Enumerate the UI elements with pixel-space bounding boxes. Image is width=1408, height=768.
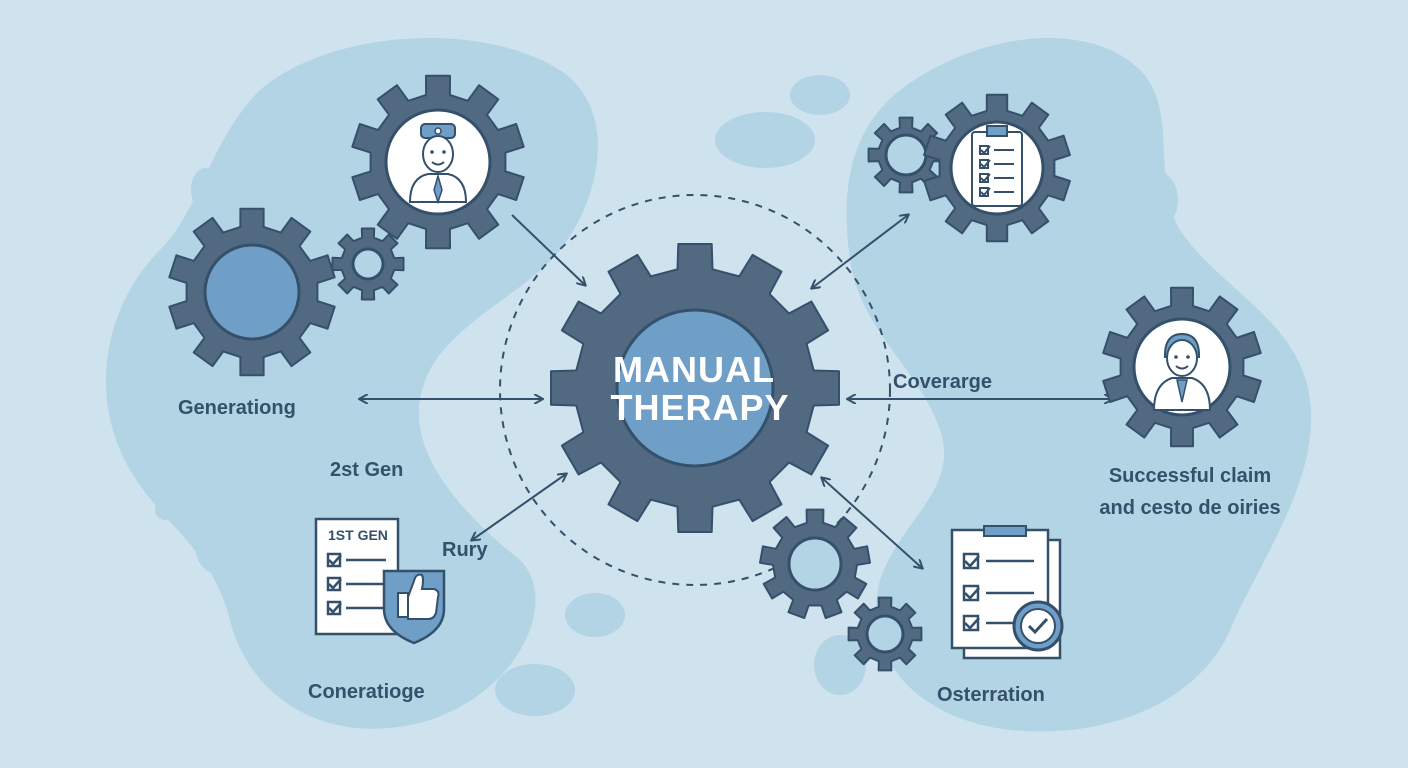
dashed-orbit (499, 194, 891, 586)
center-title-line2: THERAPY (610, 387, 790, 428)
blob-dot-9 (565, 593, 625, 637)
clipboard-checklist-icon (971, 125, 1023, 207)
blob-dot-7 (155, 500, 175, 520)
blob-dot-2 (790, 75, 850, 115)
label-right-side-line2: and cesto de oiries (1099, 497, 1281, 519)
arrow-doctor-to-center (511, 214, 585, 285)
lower-mid-gear (759, 508, 871, 619)
lower-mid-small-gear-hub (865, 614, 905, 654)
label-bottom-left: Coneratioge (308, 681, 425, 703)
blob-dot-6 (195, 517, 235, 573)
blob-dot-10 (814, 635, 866, 695)
center-gear (550, 243, 840, 533)
person-icon (1152, 332, 1212, 411)
checklist-verified-icon (950, 525, 1064, 660)
center-title-line1: MANUAL (613, 349, 775, 390)
label-right-side-line1: Successful claim (1108, 465, 1272, 487)
label-left-lower: 2st Gen (330, 459, 404, 481)
arrow-upper-right (812, 215, 908, 288)
left-small-gear-hub (351, 247, 385, 281)
arrow-lower-left (472, 474, 566, 540)
blob-dot-3 (1122, 168, 1178, 232)
label-left-mid: Generationg (178, 397, 296, 419)
blob-dot-8 (495, 664, 575, 716)
left-plain-gear (168, 207, 336, 377)
left-small-gear (331, 227, 405, 301)
connector-arrows (360, 215, 1112, 568)
label-right-mid: Coverarge (893, 371, 992, 393)
blob-dot-1 (715, 112, 815, 168)
label-arrow-lower-left: Rury (442, 539, 488, 561)
center-gear-hub (615, 308, 775, 468)
doctor-icon (408, 123, 468, 205)
blob-dot-11 (1208, 555, 1228, 575)
label-bottom-right: Osterration (937, 684, 1045, 706)
upper-right-small-gear (867, 116, 945, 194)
blob-dot-5 (191, 168, 219, 212)
lower-mid-gear-hub (787, 536, 843, 592)
lower-mid-small-gear (847, 596, 923, 672)
document-thumbs-up-icon: 1ST GEN (314, 517, 446, 645)
blob-dot-4 (1148, 541, 1208, 609)
arrow-lower-right (822, 478, 922, 568)
upper-right-small-gear-hub (884, 133, 928, 177)
document-tag-text: 1ST GEN (328, 527, 388, 543)
left-plain-gear-hub (203, 243, 301, 341)
